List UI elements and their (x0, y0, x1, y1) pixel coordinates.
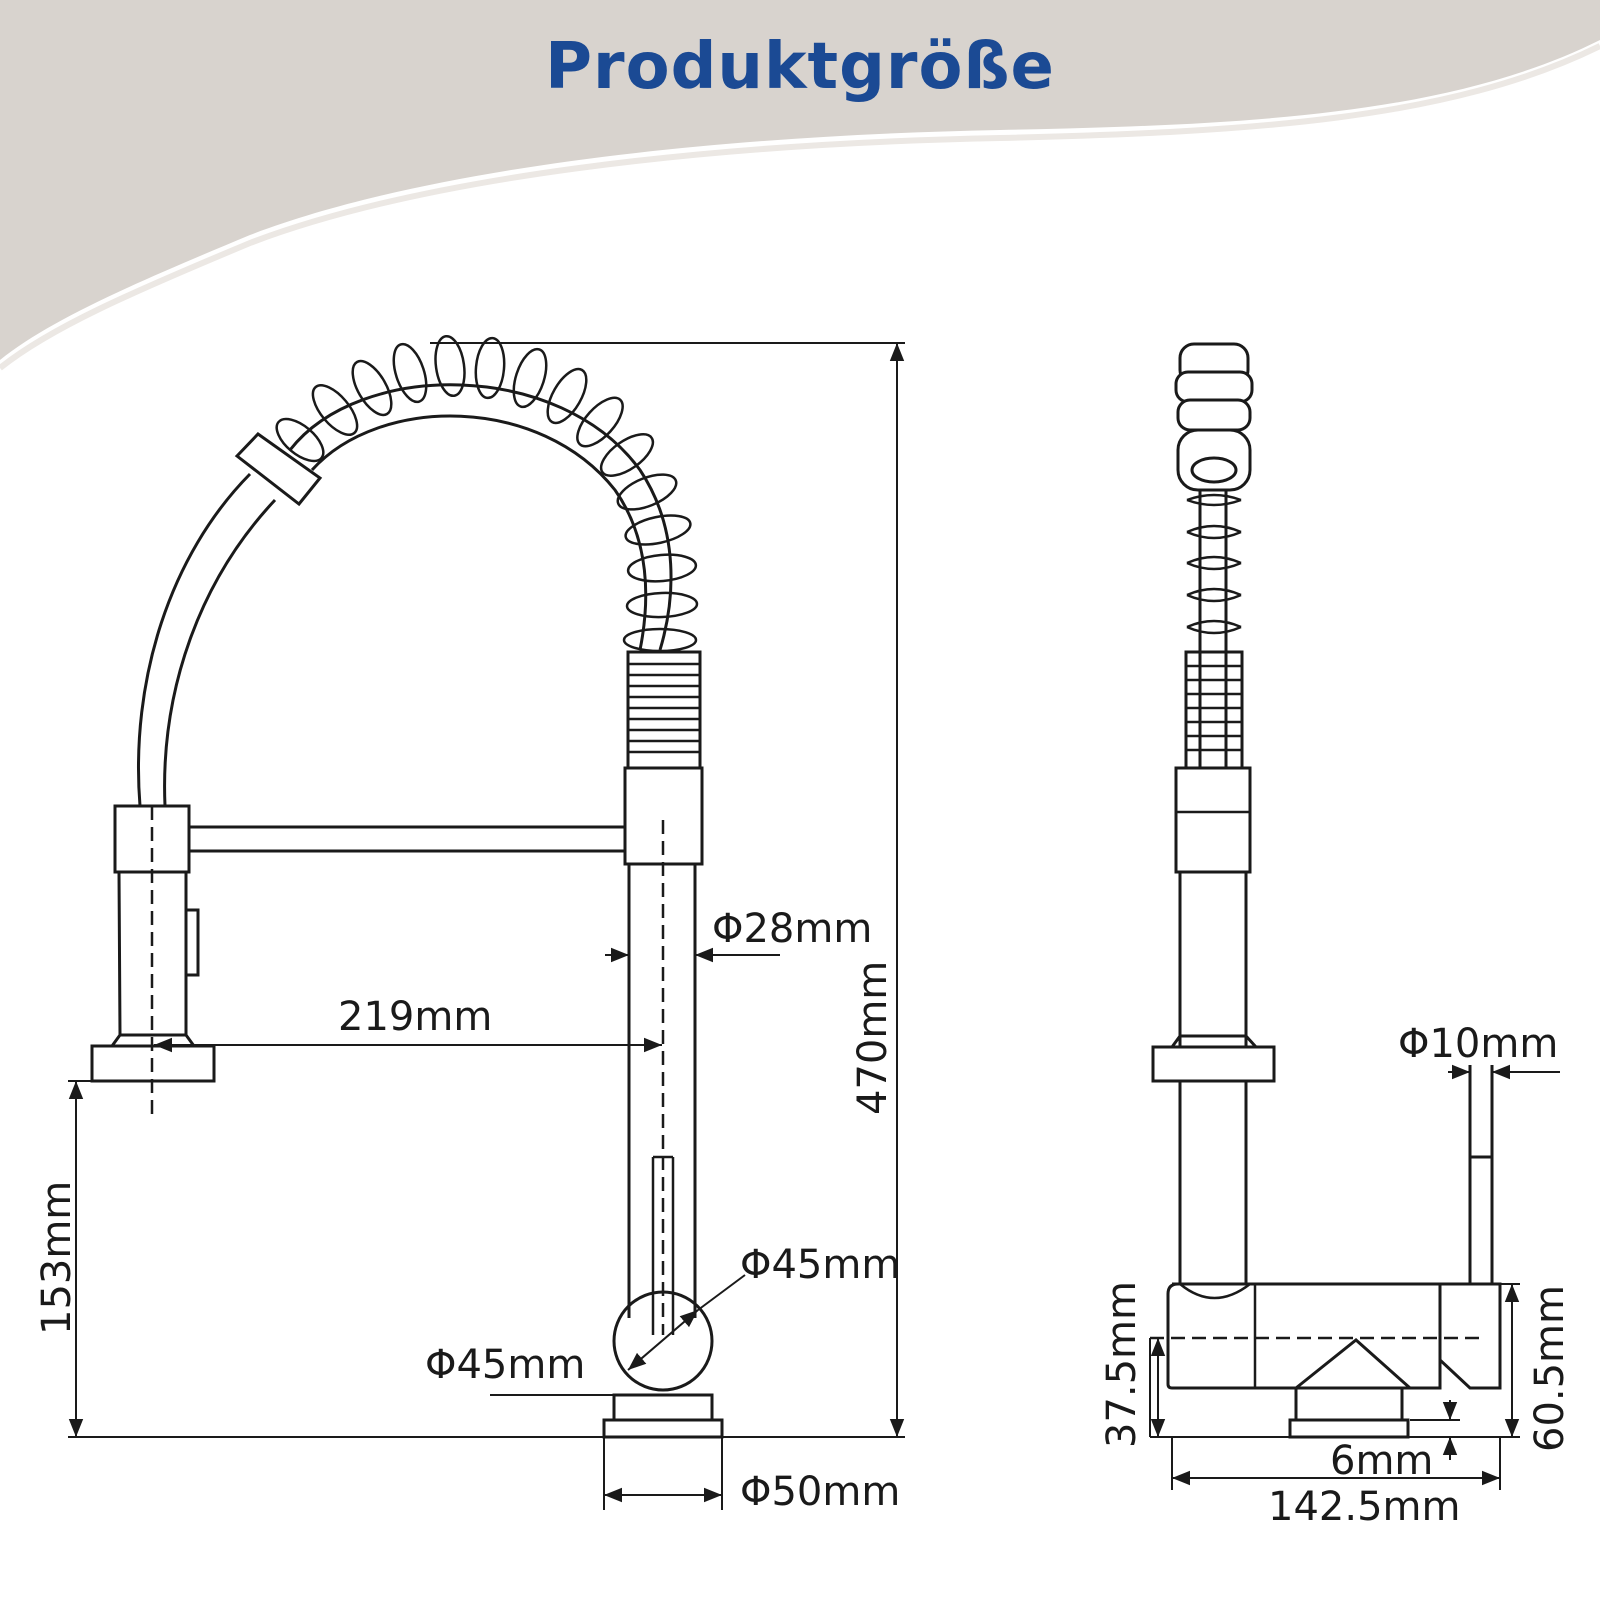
side-body (1166, 1282, 1442, 1390)
front-dimensions (68, 342, 905, 1510)
side-collar (1174, 766, 1252, 874)
header-banner-edge (0, 43, 1600, 371)
side-height-a-label: 37.5mm (1099, 1281, 1145, 1448)
spring-coils (275, 334, 699, 653)
base-plate-front (602, 1418, 724, 1439)
side-height-b-label: 60.5mm (1527, 1285, 1573, 1452)
reach-label: 219mm (338, 994, 492, 1040)
body-diameter-b-label: Φ45mm (425, 1342, 585, 1388)
header-banner (0, 0, 1600, 360)
hose-end-fitting (234, 432, 323, 507)
body-diameter-a-label: Φ45mm (740, 1242, 900, 1288)
spout-diameter-label: Φ28mm (712, 906, 872, 952)
spray-button (184, 908, 200, 977)
faucet-front-view (90, 334, 724, 1439)
side-spring-coils (1186, 493, 1242, 635)
base-gap-label: 6mm (1330, 1438, 1433, 1484)
page-title: Produktgröße (545, 30, 1055, 104)
side-base-plate (1288, 1418, 1410, 1439)
faucet-side-view (1150, 342, 1502, 1439)
side-dimensions (1149, 1064, 1560, 1490)
tight-coil-stack (626, 650, 702, 770)
connecting-bar (187, 825, 627, 853)
height-total-label: 470mm (850, 961, 896, 1115)
spout-height-label: 153mm (34, 1181, 80, 1335)
base-diameter-label: Φ50mm (740, 1469, 900, 1515)
side-length-label: 142.5mm (1268, 1484, 1460, 1530)
dimension-labels: Φ28mm 219mm 470mm 153mm Φ45mm Φ45mm Φ50m… (34, 906, 1573, 1530)
shank-diameter-label: Φ10mm (1398, 1021, 1558, 1067)
